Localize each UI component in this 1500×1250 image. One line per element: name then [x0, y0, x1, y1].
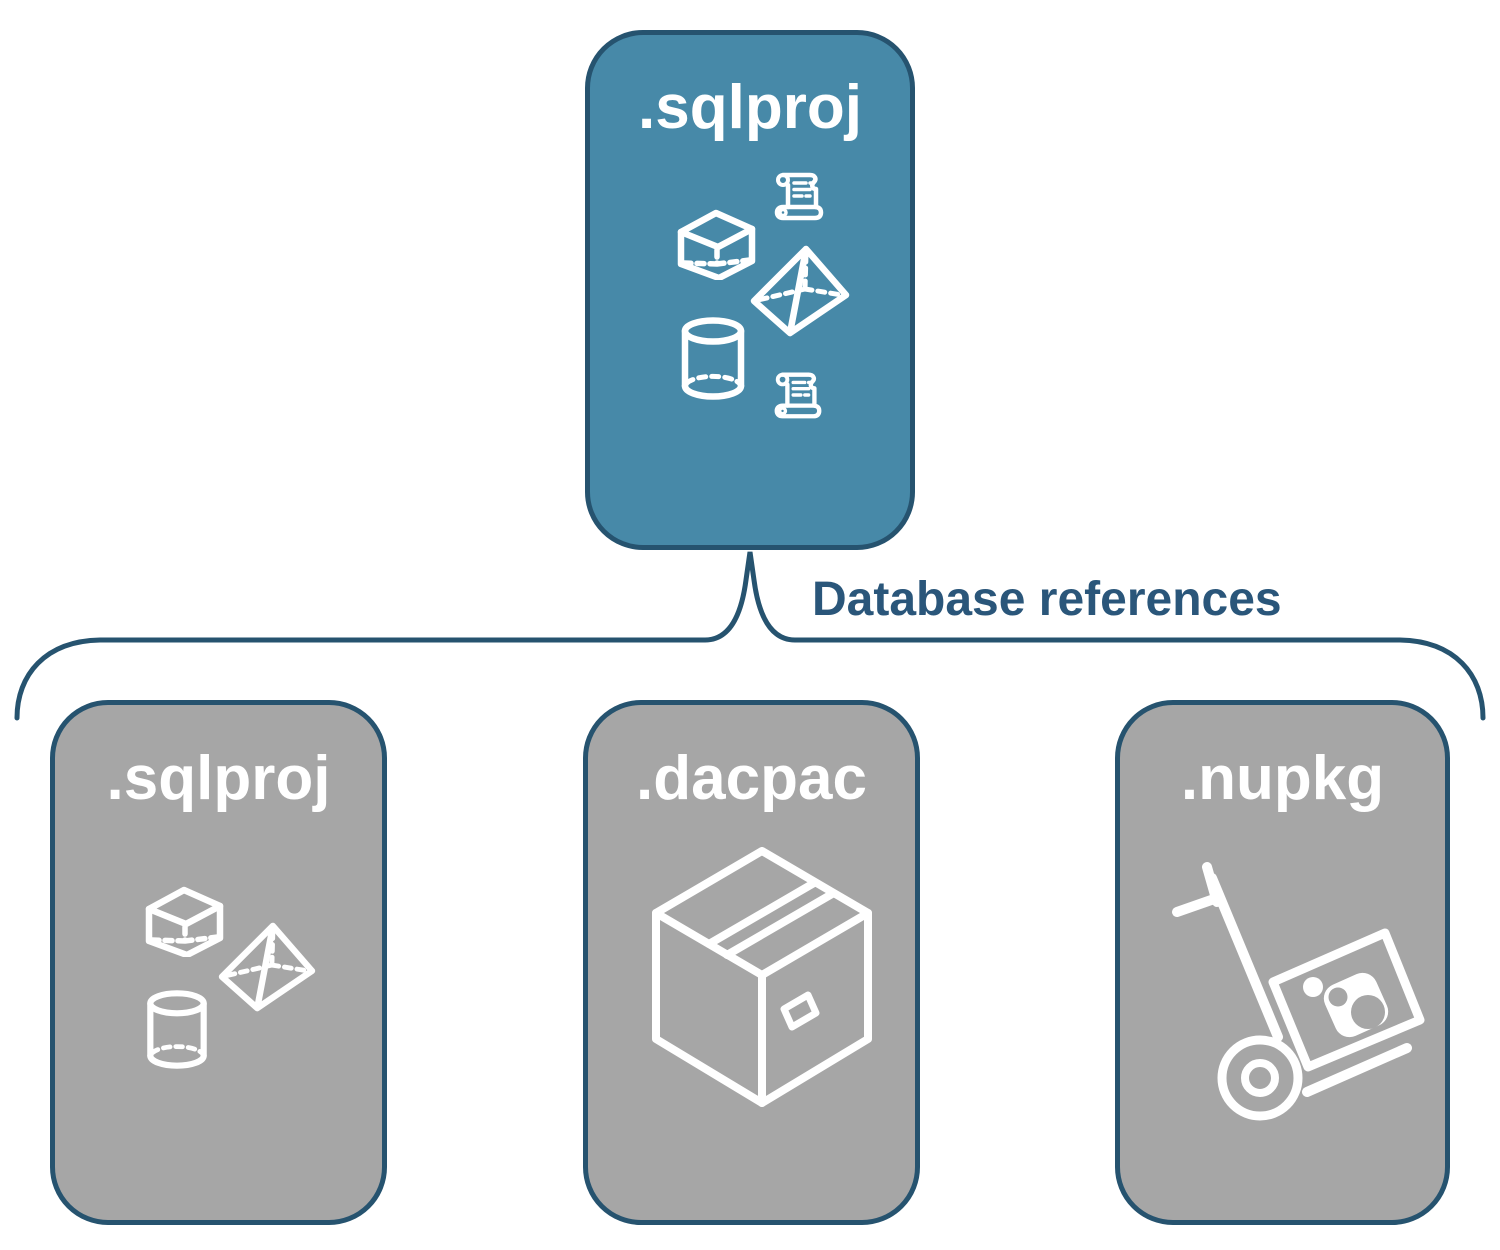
node-child-dacpac: .dacpac — [583, 700, 920, 1225]
pyramid-icon — [217, 922, 317, 1012]
package-box-icon — [642, 847, 882, 1127]
node-root-label: .sqlproj — [638, 73, 862, 142]
node-child-dacpac-label: .dacpac — [636, 744, 867, 813]
cube-icon — [142, 875, 226, 957]
node-child-sqlproj: .sqlproj — [50, 700, 387, 1225]
connector-label: Database references — [812, 573, 1282, 626]
node-child-nupkg: .nupkg — [1115, 700, 1450, 1225]
scroll-icon — [770, 167, 828, 225]
cube-icon — [675, 198, 757, 280]
pyramid-icon — [750, 245, 850, 337]
node-child-nupkg-label: .nupkg — [1180, 744, 1385, 813]
cylinder-icon — [145, 990, 209, 1070]
hand-truck-nuget-icon — [1165, 850, 1430, 1125]
node-root-sqlproj: .sqlproj — [585, 30, 915, 550]
cylinder-icon — [680, 317, 746, 401]
scroll-icon — [770, 367, 826, 423]
node-child-sqlproj-label: .sqlproj — [106, 744, 331, 813]
